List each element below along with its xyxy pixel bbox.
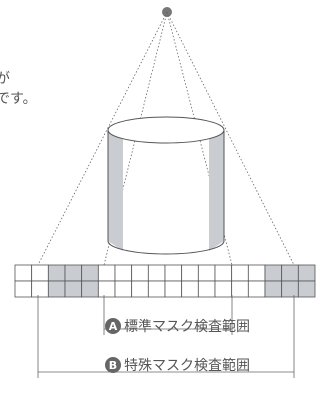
cylinder-shade-left xyxy=(108,130,123,251)
mask-cell xyxy=(231,264,249,282)
cylinder xyxy=(107,116,225,255)
cylinder-body xyxy=(107,130,225,255)
text-fragment-1: が xyxy=(0,71,10,87)
mask-cell xyxy=(264,264,283,282)
mask-cell xyxy=(47,264,66,282)
badge-b-icon: B xyxy=(105,357,121,373)
mask-cell xyxy=(214,264,233,282)
mask-cell xyxy=(164,280,183,298)
mask-cell xyxy=(297,264,316,282)
mask-cell xyxy=(197,264,216,282)
cylinder-top xyxy=(107,116,225,144)
mask-cell xyxy=(97,280,116,298)
mask-cell xyxy=(164,264,183,282)
mask-cell xyxy=(231,280,249,298)
cylinder-shade-right xyxy=(209,130,224,251)
mask-cell xyxy=(131,280,149,298)
mask-cell xyxy=(297,280,316,298)
mask-cell xyxy=(197,280,216,298)
mask-cell xyxy=(31,280,49,298)
mask-cell xyxy=(281,264,299,282)
mask-cell xyxy=(81,264,99,282)
mask-cell xyxy=(131,264,149,282)
mask-cell xyxy=(14,280,33,298)
badge-a-icon: A xyxy=(105,318,121,334)
mask-cell xyxy=(281,280,299,298)
standard-range-text: 標準マスク検査範囲 xyxy=(124,319,250,335)
range-brackets xyxy=(37,295,295,378)
mask-cell xyxy=(114,264,133,282)
mask-cell xyxy=(181,264,199,282)
mask-cell xyxy=(181,280,199,298)
special-range-text: 特殊マスク検査範囲 xyxy=(124,358,250,374)
mask-cell xyxy=(64,280,83,298)
mask-cell xyxy=(47,280,66,298)
mask-cell xyxy=(81,280,99,298)
mask-cell xyxy=(247,264,266,282)
mask-cell xyxy=(147,264,166,282)
mask-cell xyxy=(247,280,266,298)
special-range-label: B 特殊マスク検査範囲 xyxy=(105,355,250,375)
mask-cell xyxy=(31,264,49,282)
mask-cell xyxy=(97,264,116,282)
mask-cell xyxy=(147,280,166,298)
standard-range-label: A 標準マスク検査範囲 xyxy=(105,316,250,336)
projection-line-outer-right xyxy=(166,11,295,266)
mask-cell xyxy=(214,280,233,298)
text-fragment-2: です。 xyxy=(0,91,37,107)
mask-cell xyxy=(14,264,33,282)
mask-grid xyxy=(14,264,316,298)
mask-cell xyxy=(114,280,133,298)
mask-cell xyxy=(64,264,83,282)
mask-cell xyxy=(264,280,283,298)
